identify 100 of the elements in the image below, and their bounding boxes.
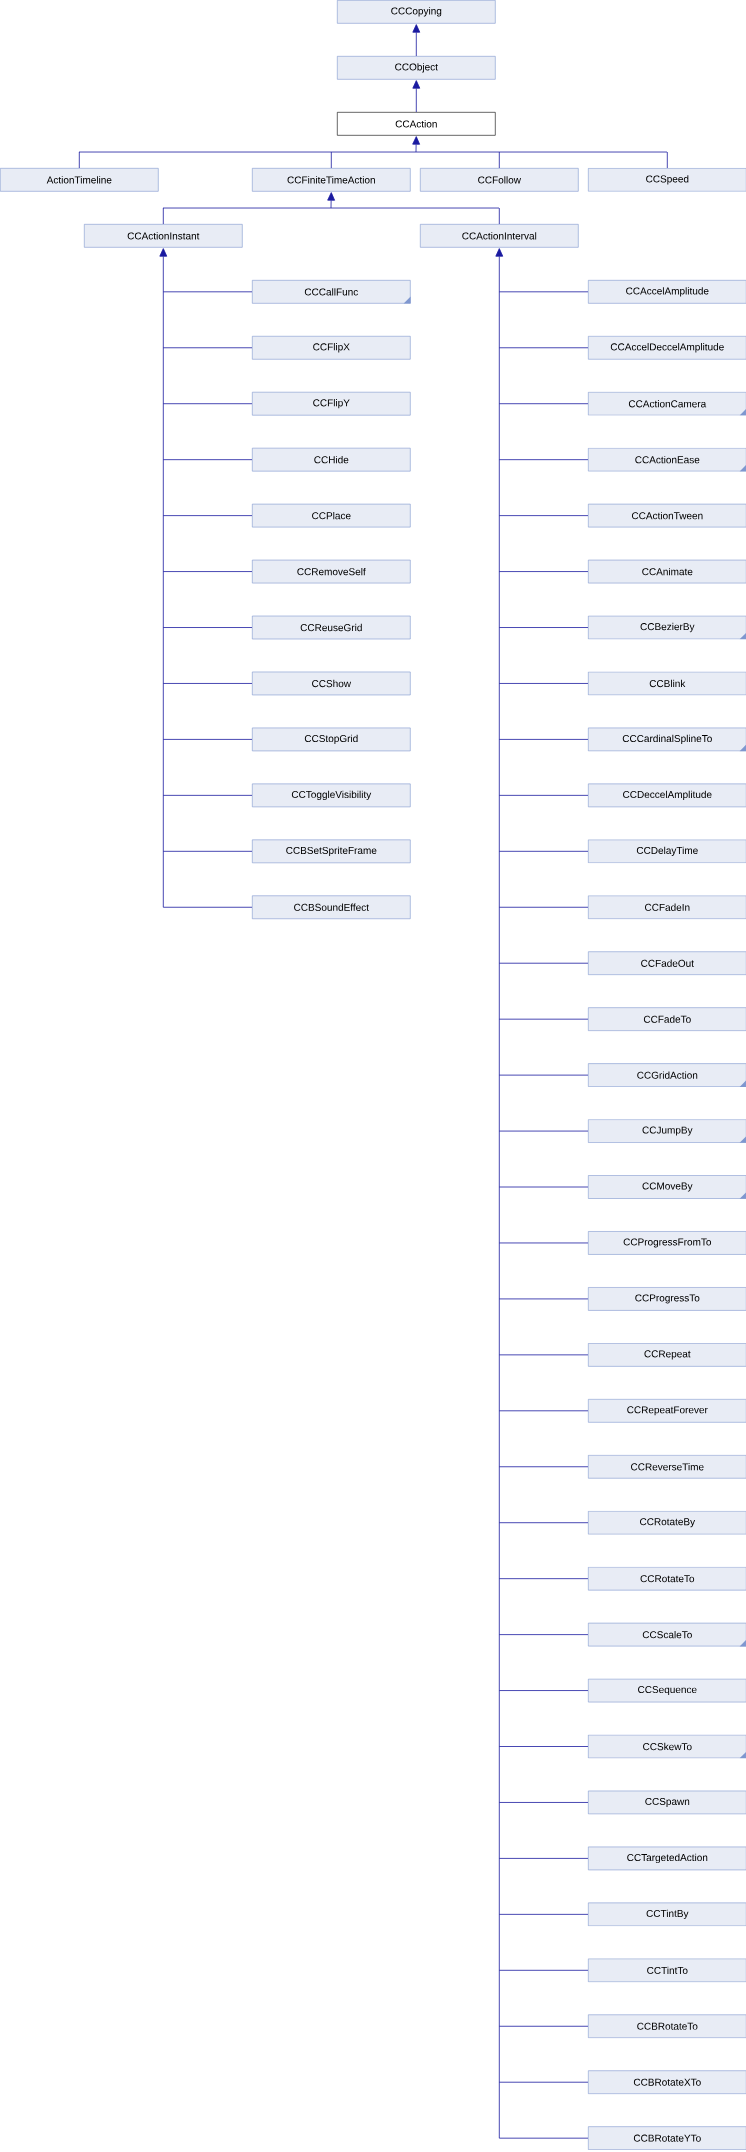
connector-line (498, 1466, 589, 1468)
class-box: CCCallFunc (252, 280, 411, 304)
connector-line (162, 739, 253, 740)
class-box: CCRotateBy (588, 1510, 746, 1535)
connector-line (498, 1410, 589, 1412)
connector-line (498, 1186, 589, 1188)
class-box: CCTintBy (588, 1902, 746, 1927)
connector-line (498, 1690, 589, 1691)
class-box: CCSkewTo (588, 1734, 746, 1759)
connector-line (498, 1746, 589, 1747)
connector-line (498, 347, 589, 349)
class-box: CCFlipY (252, 391, 411, 416)
inheritance-arrow (412, 24, 421, 57)
class-box: CCBSoundEffect (252, 895, 411, 920)
class-box: CCRotateTo (588, 1566, 746, 1591)
class-box: CCObject (337, 56, 496, 80)
connector-line (162, 291, 253, 293)
connector-line (498, 1522, 589, 1524)
connector-line (498, 683, 589, 684)
connector-line (498, 2137, 589, 2139)
connector-line (162, 403, 253, 405)
class-box: ActionTimeline (0, 168, 159, 192)
class-box: CCProgressTo (588, 1287, 746, 1311)
class-box: CCProgressFromTo (588, 1231, 746, 1255)
connector-line (498, 151, 500, 169)
class-box: CCFiniteTimeAction (252, 168, 411, 192)
class-box: CCScaleTo (588, 1622, 746, 1647)
class-box: CCActionTween (588, 503, 746, 528)
connector-line (162, 794, 253, 796)
class-box: CCBezierBy (588, 615, 746, 640)
class-box: CCActionInterval (420, 224, 579, 248)
class-box: CCFlipX (252, 335, 411, 360)
connector-line (498, 403, 589, 405)
connector-line (162, 515, 253, 516)
inheritance-arrow (495, 248, 504, 2139)
connector-line (162, 347, 253, 349)
class-box: CCSequence (588, 1678, 746, 1703)
class-box: CCMoveBy (588, 1175, 746, 1199)
class-box: CCRepeatForever (588, 1399, 746, 1423)
connector-line (498, 207, 500, 225)
inheritance-arrow (327, 192, 335, 209)
inheritance-arrow (412, 80, 421, 113)
class-box: CCDeccelAmplitude (588, 783, 746, 808)
connector-line (498, 1858, 589, 1859)
inheritance-arrow (159, 248, 168, 908)
class-box: CCCardinalSplineTo (588, 727, 746, 752)
connector-line (162, 850, 253, 852)
class-box: CCRepeat (588, 1343, 746, 1367)
connector-line (498, 515, 589, 516)
inheritance-arrow (412, 136, 420, 153)
class-box: CCReuseGrid (252, 615, 411, 640)
class-box: CCReverseTime (588, 1454, 746, 1479)
connector-line (498, 627, 589, 628)
connector-line (498, 850, 589, 852)
connector-line (162, 683, 253, 684)
class-box: CCFadeTo (588, 1007, 746, 1031)
connector-line (498, 1074, 589, 1076)
class-box: CCBSetSpriteFrame (252, 839, 411, 864)
connector-line (498, 1354, 589, 1356)
class-box: CCDelayTime (588, 839, 746, 864)
connector-line (498, 1242, 589, 1244)
class-box: CCFollow (420, 168, 579, 192)
class-box: CCActionEase (588, 447, 746, 472)
connector-line (162, 207, 164, 225)
connector-line (162, 627, 253, 628)
class-box: CCToggleVisibility (252, 783, 411, 808)
connector-line (162, 571, 253, 572)
connector-line (498, 571, 589, 572)
class-box: CCAnimate (588, 559, 746, 584)
class-box: CCBlink (588, 671, 746, 696)
class-box: CCPlace (252, 503, 411, 528)
class-box: CCTintTo (588, 1958, 746, 1983)
class-box: CCJumpBy (588, 1119, 746, 1143)
class-box: CCShow (252, 671, 411, 696)
class-box: CCGridAction (588, 1063, 746, 1087)
class-box: CCAccelAmplitude (588, 280, 746, 304)
connector-line (498, 906, 589, 908)
connector-line (498, 2025, 589, 2027)
connector-line (498, 794, 589, 796)
connector-line (498, 962, 589, 964)
class-box: CCFadeIn (588, 895, 746, 920)
connector-line (78, 151, 668, 153)
connector-line (498, 1913, 589, 1915)
class-box: CCStopGrid (252, 727, 411, 752)
connector-line (78, 151, 80, 169)
connector-line (498, 1018, 589, 1020)
connector-line (330, 151, 332, 169)
connector-line (498, 1130, 589, 1132)
class-box: CCRemoveSelf (252, 559, 411, 584)
class-box: CCBRotateYTo (588, 2126, 746, 2150)
class-box: CCTargetedAction (588, 1846, 746, 1871)
class-box: CCSpeed (588, 168, 746, 192)
class-box: CCAccelDeccelAmplitude (588, 335, 746, 360)
connector-line (498, 459, 589, 461)
connector-line (498, 1634, 589, 1635)
connector-line (498, 291, 589, 293)
connector-line (498, 2081, 589, 2083)
connector-line (498, 1298, 589, 1300)
connector-line (498, 1969, 589, 1971)
class-box: CCCopying (337, 0, 496, 24)
